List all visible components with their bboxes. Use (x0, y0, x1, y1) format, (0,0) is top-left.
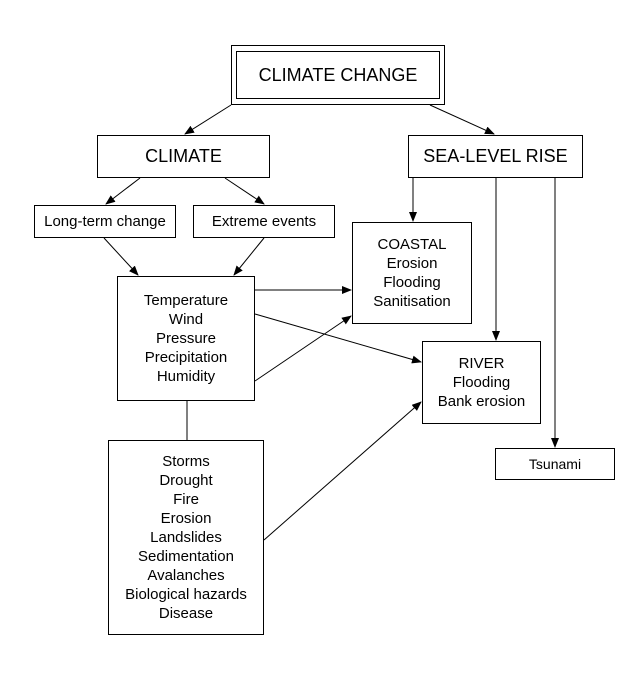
arrow-title-to-sea-level-rise (429, 104, 495, 135)
hazard-item: Sedimentation (138, 548, 234, 565)
climate-box: CLIMATE (97, 135, 270, 178)
arrow-climate-to-long-term (105, 177, 141, 205)
hazard-item: Fire (173, 491, 199, 508)
coastal-box: COASTAL Erosion Flooding Sanitisation (352, 222, 472, 324)
arrow-variables-to-river (254, 313, 422, 364)
variable-item: Precipitation (144, 349, 228, 366)
arrow-climate-to-extreme (224, 177, 265, 205)
extreme-events-box: Extreme events (193, 205, 335, 238)
variable-item: Wind (168, 311, 204, 328)
hazard-item: Storms (162, 453, 210, 470)
climate-variables-box: Temperature Wind Pressure Precipitation … (117, 276, 255, 401)
river-heading: RIVER (458, 355, 505, 372)
arrow-long-term-to-variables (103, 237, 139, 276)
sea-level-rise-text: SEA-LEVEL RISE (423, 146, 568, 166)
tsunami-box: Tsunami (495, 448, 615, 480)
title-text: CLIMATE CHANGE (258, 64, 418, 85)
extreme-events-text: Extreme events (211, 213, 317, 230)
hazard-item: Biological hazards (125, 586, 247, 603)
river-item: Bank erosion (437, 393, 526, 410)
river-item: Flooding (452, 374, 511, 391)
arrow-title-to-climate (184, 104, 232, 135)
variable-item: Humidity (156, 368, 216, 385)
arrow-hazards-to-river (263, 401, 422, 541)
river-box: RIVER Flooding Bank erosion (422, 341, 541, 424)
hazard-item: Disease (158, 605, 214, 622)
long-term-change-box: Long-term change (34, 205, 176, 238)
hazards-box: Storms Drought Fire Erosion Landslides S… (108, 440, 264, 635)
hazard-item: Avalanches (147, 567, 225, 584)
variable-item: Temperature (143, 292, 229, 309)
arrow-variables-to-coastal-lower (254, 315, 352, 382)
climate-text: CLIMATE (145, 146, 222, 166)
long-term-change-text: Long-term change (44, 213, 166, 230)
hazard-item: Erosion (160, 510, 212, 527)
arrow-extreme-to-variables (233, 237, 265, 276)
hazard-item: Landslides (150, 529, 222, 546)
variable-item: Pressure (155, 330, 217, 347)
coastal-item: Flooding (383, 274, 441, 291)
title-box: CLIMATE CHANGE (236, 51, 440, 99)
hazard-item: Drought (159, 472, 213, 489)
coastal-item: Sanitisation (373, 293, 451, 310)
sea-level-rise-box: SEA-LEVEL RISE (408, 135, 583, 178)
coastal-item: Erosion (386, 255, 438, 272)
coastal-heading: COASTAL (377, 236, 447, 253)
tsunami-text: Tsunami (528, 455, 582, 472)
